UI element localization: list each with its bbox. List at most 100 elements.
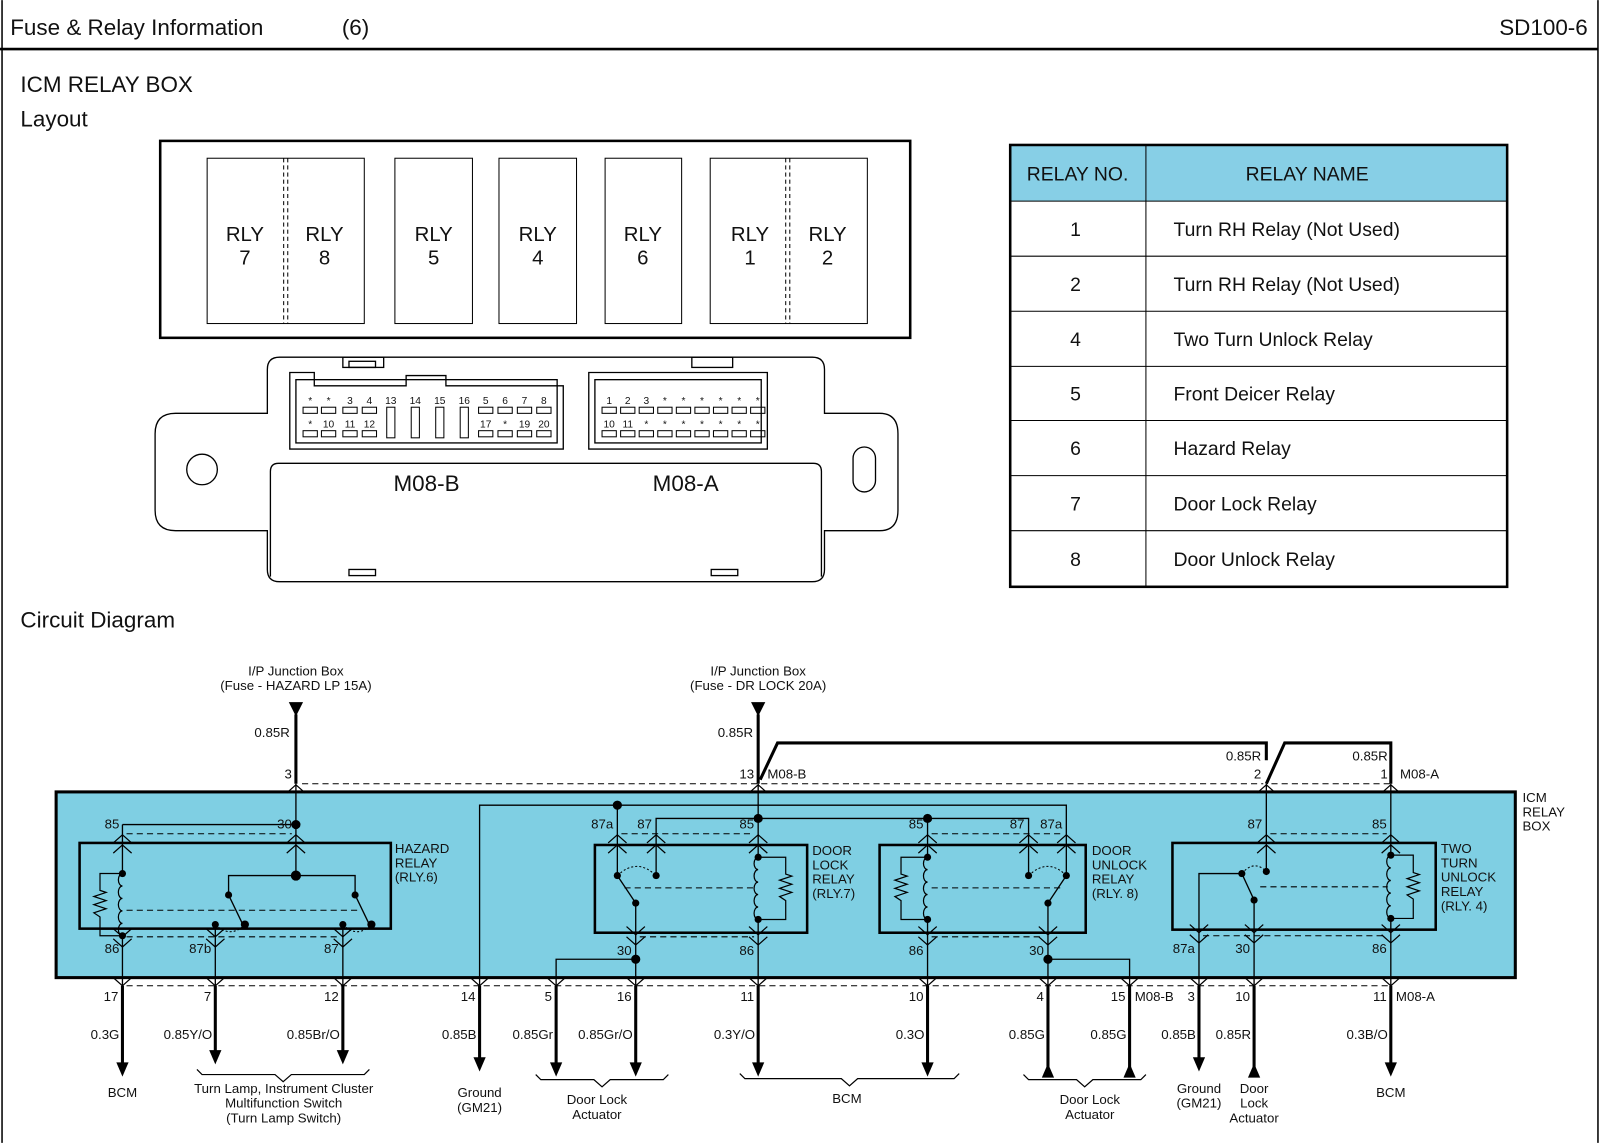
terminal-chevron bbox=[286, 833, 306, 844]
pin-cavity bbox=[750, 406, 766, 414]
connector-frame-b bbox=[289, 371, 564, 450]
relay-label: RELAY bbox=[1441, 884, 1484, 899]
pin-label: 14 bbox=[461, 989, 476, 1004]
pin-cavity bbox=[536, 406, 552, 414]
table-cell-relay-name: Door Unlock Relay bbox=[1173, 549, 1335, 571]
relay-slot-label: RLY bbox=[624, 224, 663, 246]
pin-label: 3 bbox=[347, 396, 353, 407]
pin-label: 15 bbox=[1111, 989, 1126, 1004]
resistor-icon bbox=[91, 872, 123, 937]
wire-label: 0.85Gr/O bbox=[578, 1027, 633, 1042]
housing-tab bbox=[348, 568, 377, 577]
pin-cavity bbox=[302, 406, 318, 414]
relay-label: (RLY.7) bbox=[812, 886, 855, 901]
pin-label: 5 bbox=[483, 396, 489, 407]
pin-label: 7 bbox=[522, 396, 528, 407]
relay-slot-1-2 bbox=[709, 157, 868, 325]
destination-label: Door Lock bbox=[1060, 1092, 1121, 1107]
terminal-chevron bbox=[1018, 833, 1039, 844]
relay-label: TURN bbox=[1441, 855, 1478, 870]
wire-label: 0.85Y/O bbox=[164, 1027, 213, 1042]
table-cell-relay-no: 4 bbox=[1070, 329, 1081, 351]
relay-label: RELAY bbox=[812, 872, 855, 887]
housing-tab bbox=[710, 568, 739, 577]
table-cell-relay-no: 5 bbox=[1070, 384, 1081, 406]
terminal-label: 86 bbox=[909, 943, 924, 958]
icm-relay-box-label: ICM bbox=[1522, 790, 1546, 805]
table-cell-relay-name: Turn RH Relay (Not Used) bbox=[1173, 274, 1399, 296]
junction-dot bbox=[225, 891, 233, 899]
pin-cavity bbox=[302, 430, 318, 438]
terminal-label: 87 bbox=[1247, 817, 1262, 832]
pin-label: * bbox=[756, 396, 760, 407]
pin-cavity bbox=[712, 406, 729, 414]
pin-label: 20 bbox=[538, 420, 550, 431]
relay-coil-icon bbox=[753, 856, 759, 921]
relay-slot-label: RLY bbox=[415, 224, 454, 246]
hazard-relay bbox=[78, 841, 393, 930]
terminal-chevron bbox=[112, 844, 133, 854]
connector-label: M08-B bbox=[767, 767, 806, 782]
terminal-chevron bbox=[112, 938, 133, 948]
destination-label: Actuator bbox=[1065, 1107, 1115, 1122]
relay-coil-icon bbox=[922, 856, 928, 921]
pin-label: * bbox=[737, 396, 741, 407]
pin-label: 10 bbox=[909, 989, 924, 1004]
wire bbox=[555, 958, 636, 986]
terminal-label: 85 bbox=[105, 817, 120, 832]
wire-label: 0.3G bbox=[91, 1027, 120, 1042]
relay-label: RELAY bbox=[1092, 872, 1135, 887]
icm-relay-box-label: BOX bbox=[1522, 819, 1550, 834]
terminal-chevron bbox=[1056, 844, 1076, 854]
pin-label: 1 bbox=[1380, 767, 1387, 782]
pin-cavity bbox=[497, 406, 513, 414]
terminal-label: 85 bbox=[909, 817, 924, 832]
relay-slot-label: RLY bbox=[808, 224, 847, 246]
arrow-down-icon bbox=[751, 702, 766, 717]
pin-cavity bbox=[478, 406, 494, 414]
destination-label: BCM bbox=[1376, 1085, 1405, 1100]
pin-label: 6 bbox=[502, 396, 508, 407]
housing-lower-body bbox=[269, 462, 823, 577]
terminal-chevron bbox=[286, 844, 306, 854]
pin-cavity bbox=[731, 430, 747, 438]
pin-cavity bbox=[675, 430, 692, 438]
arrow-down-icon bbox=[921, 1062, 934, 1077]
wire-label: 0.85R bbox=[1216, 1027, 1251, 1042]
relay-layout bbox=[158, 139, 912, 340]
destination-label: BCM bbox=[108, 1085, 137, 1100]
table-cell-relay-name: Front Deicer Relay bbox=[1173, 384, 1335, 406]
relay-label: LOCK bbox=[812, 857, 848, 872]
mount-hole-right bbox=[852, 446, 877, 493]
arrow-down-icon bbox=[1384, 1062, 1397, 1077]
pin-label: 17 bbox=[104, 989, 119, 1004]
relay-slot-number: 2 bbox=[822, 247, 833, 269]
connector-name-m08-a: M08-A bbox=[653, 471, 719, 496]
relay-label: HAZARD bbox=[395, 841, 449, 856]
pin-cavity bbox=[342, 406, 358, 414]
layout-label: Layout bbox=[20, 107, 88, 132]
icm-relay-box bbox=[54, 790, 1517, 980]
pin-label: 2 bbox=[625, 396, 631, 407]
destination-brace bbox=[739, 1073, 960, 1087]
relay-slot-number: 8 bbox=[319, 247, 330, 269]
table-cell-relay-no: 1 bbox=[1070, 219, 1081, 241]
pin-label: * bbox=[700, 420, 704, 431]
arrow-down-icon bbox=[629, 1062, 642, 1077]
wire bbox=[478, 804, 1067, 986]
terminal-chevron bbox=[607, 844, 627, 854]
pin-label: * bbox=[644, 420, 648, 431]
pin-cavity bbox=[320, 430, 337, 438]
wire bbox=[655, 817, 1030, 876]
pin-label: 16 bbox=[617, 989, 632, 1004]
wire-label: 0.85B bbox=[442, 1027, 477, 1042]
relay-slot-6 bbox=[604, 157, 683, 325]
destination-label: Turn Lamp, Instrument Cluster bbox=[194, 1081, 374, 1096]
junction-dot bbox=[1025, 872, 1033, 880]
wire-label: 0.85R bbox=[1352, 748, 1387, 763]
pin-label: * bbox=[308, 420, 312, 431]
pin-label: 2 bbox=[1254, 767, 1261, 782]
arrow-down-icon bbox=[209, 1050, 222, 1065]
door-lock-relay bbox=[593, 843, 809, 935]
